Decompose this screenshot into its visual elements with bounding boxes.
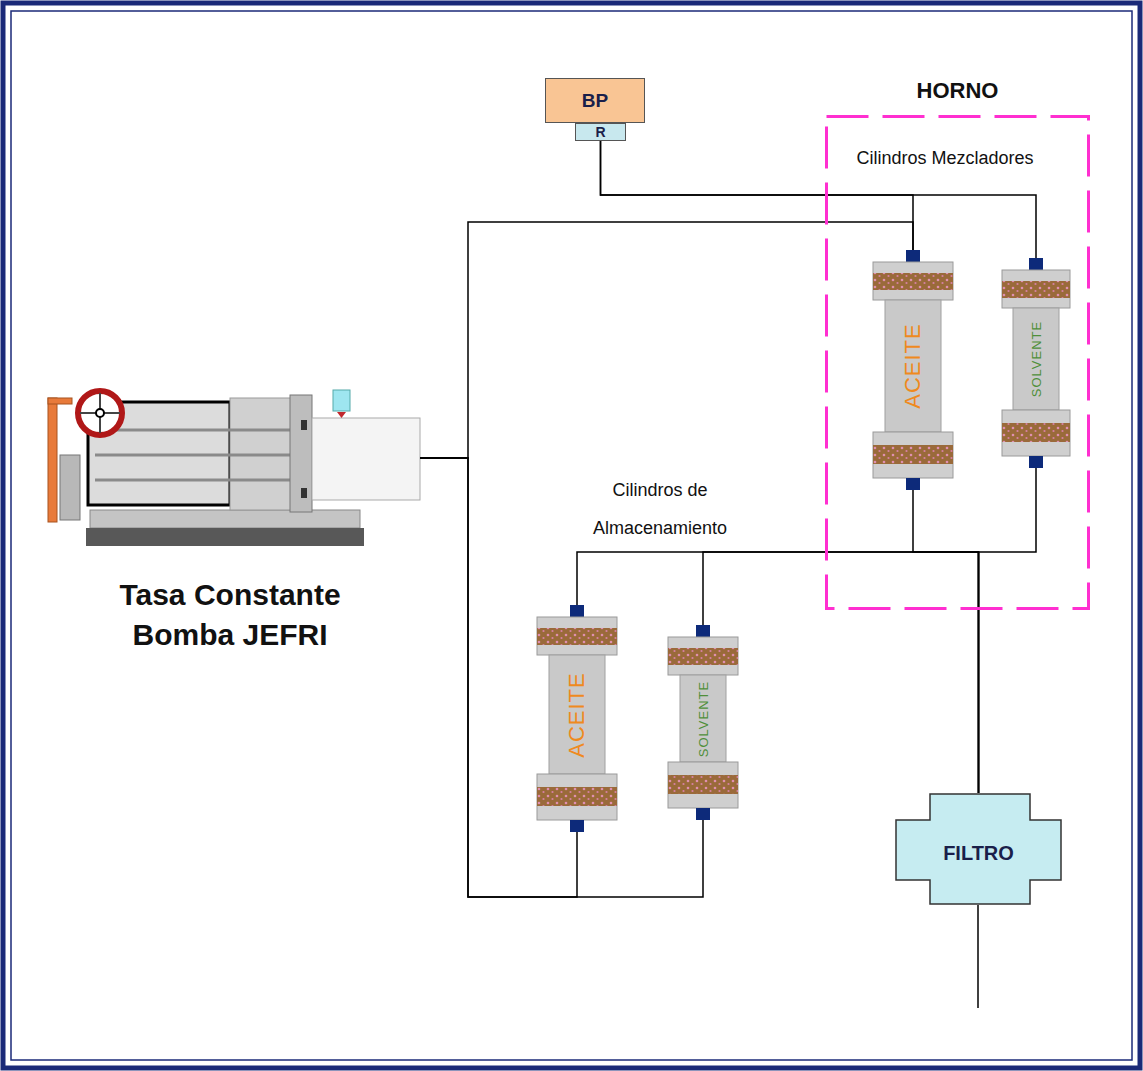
pump-crank — [48, 398, 57, 522]
filter-box: FILTRO — [895, 793, 1062, 905]
node-text: SOLVENTE — [697, 680, 710, 756]
cylinder-band — [1002, 423, 1070, 442]
cylinder-port — [1029, 456, 1043, 468]
pump-gauge — [333, 390, 350, 411]
node-text: SOLVENTE — [1030, 321, 1043, 397]
solvent-mixing-cylinder: SOLVENTE — [1002, 258, 1070, 468]
cylinder-port — [906, 478, 920, 490]
cylinder-cap — [668, 762, 738, 808]
node-text: FILTRO — [895, 843, 1062, 863]
node-text: ACEITE — [902, 323, 924, 408]
r-box: R — [575, 123, 626, 141]
cylinder-body — [1013, 308, 1059, 410]
filter-outlet-wire — [977, 905, 979, 1008]
node-text: Tasa Constante Bomba JEFRI — [90, 575, 370, 655]
bp-box: BP — [545, 78, 645, 123]
pump-bolt — [301, 488, 307, 498]
node-text: ACEITE — [566, 672, 588, 757]
pump: Tasa Constante Bomba JEFRI — [40, 370, 420, 700]
cylinder-band — [668, 775, 738, 794]
cylinder-band — [1002, 281, 1070, 298]
cylinder-cap — [537, 617, 617, 655]
oil-mixing-cylinder: ACEITE — [873, 250, 953, 490]
node-text: R — [595, 125, 605, 139]
cylinder-port — [696, 625, 710, 637]
pump-illustration — [48, 390, 420, 546]
outer-frame — [3, 3, 1140, 1068]
cylinder-cap — [1002, 270, 1070, 308]
pump-rod — [95, 429, 292, 432]
cylinder-port — [906, 250, 920, 262]
cylinder-band — [873, 273, 953, 290]
pump-end-plate — [290, 395, 312, 512]
cylinder-port — [696, 808, 710, 820]
pump-bolt — [301, 420, 307, 430]
pump-base-top — [90, 510, 360, 528]
cylinder-band — [537, 628, 617, 645]
pump-handwheel — [78, 391, 122, 435]
cylinder-port — [1029, 258, 1043, 270]
cylinder-cap — [873, 262, 953, 300]
pump-hub — [60, 455, 80, 520]
cylinder-cap — [537, 774, 617, 820]
group-label: Cilindros de Almacenamiento — [560, 471, 760, 547]
cylinder-port — [570, 605, 584, 617]
inner-frame — [11, 11, 1132, 1060]
pump-valve — [337, 412, 346, 418]
node-text: BP — [582, 91, 608, 110]
pump-hub-dot — [96, 409, 104, 417]
pipe-connector — [577, 552, 979, 793]
pipe-connector — [979, 468, 1037, 793]
pipe-connector — [913, 490, 979, 793]
cylinder-body — [680, 675, 726, 762]
pump-crank-arm — [48, 398, 72, 404]
pipe-connector — [703, 552, 979, 793]
cylinder-band — [873, 445, 953, 464]
group-label: Cilindros Mezcladores — [820, 146, 1070, 170]
cylinder-body — [885, 300, 941, 432]
node-text: HORNO — [825, 78, 1090, 104]
cylinder-band — [668, 648, 738, 665]
cylinder-cap — [668, 637, 738, 675]
pump-rod — [95, 454, 292, 457]
pipe-connector — [420, 222, 913, 458]
oil-storage-cylinder: ACEITE — [537, 605, 617, 832]
cylinder-cap — [873, 432, 953, 478]
pump-cylinder — [312, 418, 420, 500]
cylinder-band — [537, 787, 617, 806]
solvent-storage-cylinder: SOLVENTE — [668, 625, 738, 820]
cylinder-body — [549, 655, 605, 774]
filter-outline — [896, 794, 1061, 904]
pump-rod — [95, 479, 292, 482]
oven-region: ACEITESOLVENTEFILTROHORNO — [825, 115, 1090, 610]
cylinder-cap — [1002, 410, 1070, 456]
pump-base — [86, 528, 364, 546]
oven-dashed-border — [827, 117, 1089, 609]
cylinder-port — [570, 820, 584, 832]
